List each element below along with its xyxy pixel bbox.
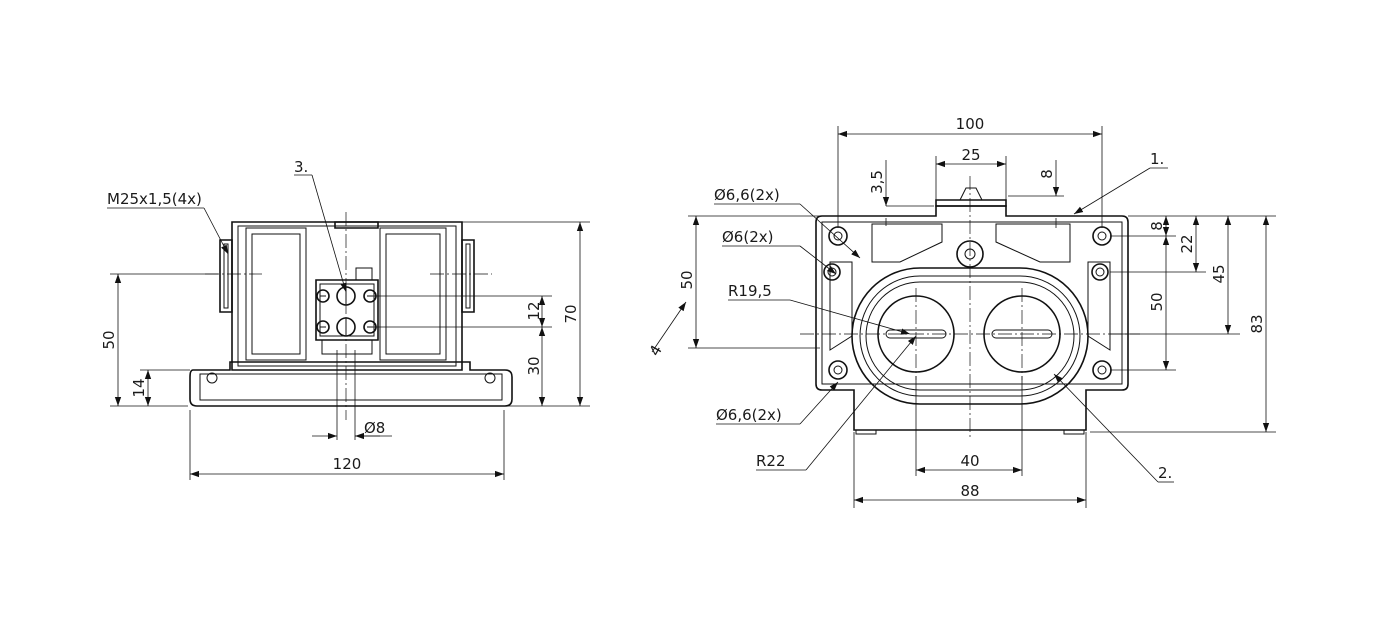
label-hole-top: Ø6,6(2x) xyxy=(714,186,780,204)
dim-dia-8: Ø8 xyxy=(364,419,385,437)
callout-4: 4 xyxy=(645,342,665,359)
label-radius-inner: R19,5 xyxy=(728,282,772,300)
dim-45: 45 xyxy=(1210,264,1228,283)
dim-50-side: 50 xyxy=(100,330,118,349)
dim-14: 14 xyxy=(130,378,148,397)
dim-120: 120 xyxy=(333,455,362,473)
side-view: 120 70 30 12 50 14 Ø8 M25x1,5(4x) xyxy=(100,158,590,480)
dim-50-right: 50 xyxy=(1148,292,1166,311)
dim-8-top: 8 xyxy=(1038,169,1056,179)
front-view: 100 25 3,5 8 8 22 45 50 83 xyxy=(645,115,1276,508)
dim-12: 12 xyxy=(525,301,543,320)
dim-40: 40 xyxy=(960,452,979,470)
callout-1: 1. xyxy=(1150,150,1164,168)
dim-3-5: 3,5 xyxy=(868,170,886,194)
dim-88: 88 xyxy=(960,482,979,500)
label-hole-bottom: Ø6,6(2x) xyxy=(716,406,782,424)
dim-30: 30 xyxy=(525,356,543,375)
dim-8-right: 8 xyxy=(1148,221,1166,231)
dim-22: 22 xyxy=(1178,234,1196,253)
callout-2: 2. xyxy=(1158,464,1172,482)
dim-25: 25 xyxy=(961,146,980,164)
label-thread: M25x1,5(4x) xyxy=(107,190,202,208)
dim-70: 70 xyxy=(562,304,580,323)
dim-83: 83 xyxy=(1248,314,1266,333)
dim-100: 100 xyxy=(956,115,985,133)
dim-50-left: 50 xyxy=(678,270,696,289)
label-radius-outer: R22 xyxy=(756,452,786,470)
callout-3: 3. xyxy=(294,158,308,176)
label-hole-mid: Ø6(2x) xyxy=(722,228,773,246)
